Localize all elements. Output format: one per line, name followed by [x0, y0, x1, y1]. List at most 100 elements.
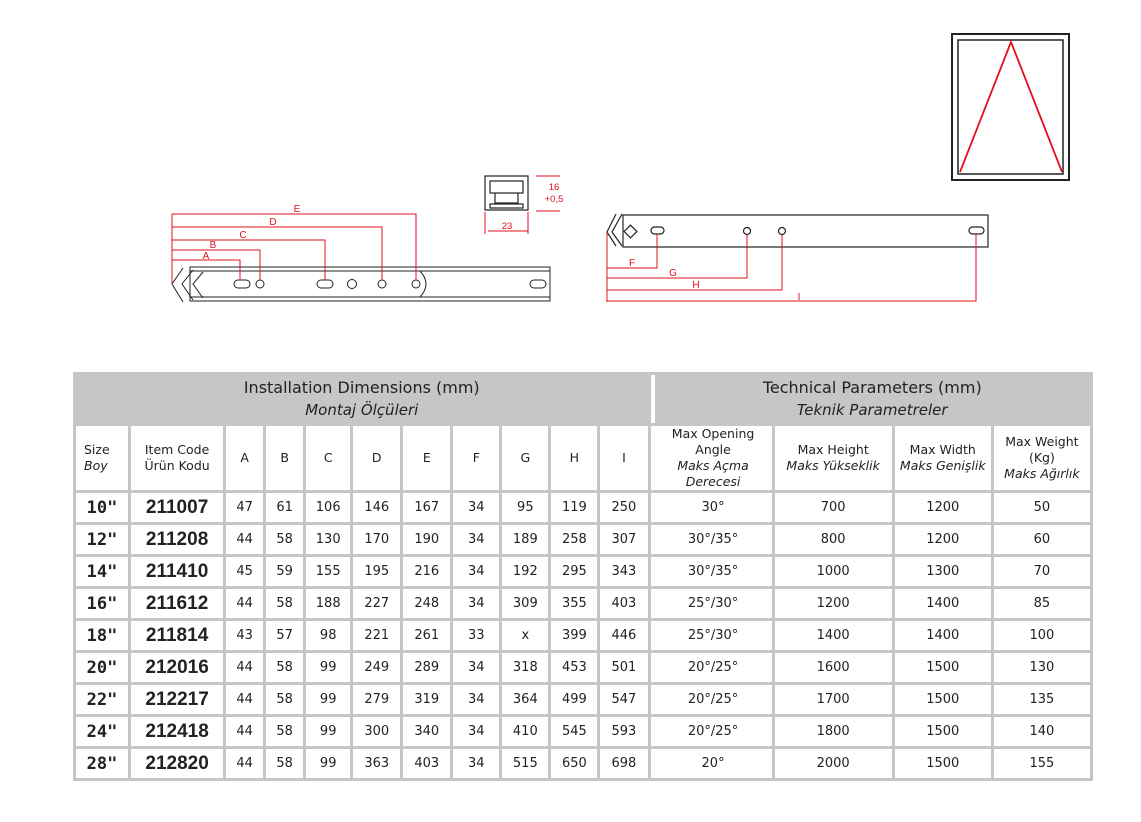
cell-b: 59: [266, 557, 304, 586]
dim-label-a: A: [203, 251, 210, 262]
cell-item-code: 211208: [131, 525, 224, 554]
cell-max-weight: 50: [993, 493, 1090, 522]
cell-a: 44: [226, 717, 264, 746]
cell-c: 99: [306, 749, 351, 778]
cell-max-width: 1300: [894, 557, 991, 586]
cell-c: 130: [306, 525, 351, 554]
cell-i: 343: [600, 557, 648, 586]
cell-e: 261: [403, 621, 451, 650]
cell-e: 167: [403, 493, 451, 522]
cell-max-opening-angle: 30°/35°: [650, 557, 772, 586]
cell-a: 43: [226, 621, 264, 650]
cell-max-weight: 100: [993, 621, 1090, 650]
dim-label-h: H: [692, 280, 699, 291]
cell-c: 106: [306, 493, 351, 522]
cell-c: 188: [306, 589, 351, 618]
cell-b: 58: [266, 653, 304, 682]
cell-max-height: 1000: [774, 557, 892, 586]
cell-g: 309: [502, 589, 549, 618]
cell-f: 34: [453, 653, 500, 682]
cell-f: 34: [453, 493, 500, 522]
cell-max-width: 1400: [894, 621, 991, 650]
dimension-lines-f-i: [606, 232, 977, 302]
cell-item-code: 212016: [131, 653, 224, 682]
col-e: E: [403, 426, 451, 490]
cell-f: 34: [453, 685, 500, 714]
cell-c: 155: [306, 557, 351, 586]
cell-max-weight: 60: [993, 525, 1090, 554]
cell-a: 44: [226, 685, 264, 714]
dim-label-e: E: [294, 204, 301, 215]
cell-size: 18": [76, 621, 129, 650]
cell-max-width: 1400: [894, 589, 991, 618]
cell-a: 44: [226, 749, 264, 778]
profile-width-label: 23: [502, 221, 513, 232]
cell-a: 44: [226, 525, 264, 554]
cell-d: 300: [353, 717, 401, 746]
cell-a: 44: [226, 589, 264, 618]
cell-max-opening-angle: 25°/30°: [650, 621, 772, 650]
cell-d: 146: [353, 493, 401, 522]
cell-h: 499: [551, 685, 598, 714]
cell-size: 22": [76, 685, 129, 714]
cell-max-height: 1200: [774, 589, 892, 618]
cell-max-height: 1700: [774, 685, 892, 714]
cell-e: 289: [403, 653, 451, 682]
cell-max-opening-angle: 30°: [650, 493, 772, 522]
dimension-lines-a-e: [171, 213, 417, 284]
installation-title: Installation Dimensions (mm): [243, 378, 480, 397]
col-h: H: [551, 426, 598, 490]
cell-max-height: 1800: [774, 717, 892, 746]
cell-size: 14": [76, 557, 129, 586]
cell-b: 58: [266, 717, 304, 746]
cell-max-width: 1500: [894, 749, 991, 778]
cell-f: 34: [453, 589, 500, 618]
technical-parameters-header: Technical Parameters (mm) Teknik Paramet…: [650, 375, 1090, 423]
col-c: C: [306, 426, 351, 490]
cell-d: 363: [353, 749, 401, 778]
cell-f: 33: [453, 621, 500, 650]
cell-g: 192: [502, 557, 549, 586]
profile-height-label: 16: [549, 182, 560, 193]
cell-h: 119: [551, 493, 598, 522]
cell-g: 318: [502, 653, 549, 682]
cell-a: 45: [226, 557, 264, 586]
cell-g: 515: [502, 749, 549, 778]
dim-label-b: B: [210, 240, 217, 251]
cell-max-height: 800: [774, 525, 892, 554]
cell-g: 410: [502, 717, 549, 746]
cell-i: 250: [600, 493, 648, 522]
cell-f: 34: [453, 557, 500, 586]
cell-i: 593: [600, 717, 648, 746]
cell-max-weight: 70: [993, 557, 1090, 586]
cell-d: 279: [353, 685, 401, 714]
cell-h: 355: [551, 589, 598, 618]
cell-e: 340: [403, 717, 451, 746]
col-i: I: [600, 426, 648, 490]
cell-max-weight: 135: [993, 685, 1090, 714]
profile-dimension-lines: [484, 175, 560, 234]
cell-b: 61: [266, 493, 304, 522]
cell-d: 249: [353, 653, 401, 682]
cell-h: 295: [551, 557, 598, 586]
cell-d: 227: [353, 589, 401, 618]
cell-d: 195: [353, 557, 401, 586]
cell-h: 453: [551, 653, 598, 682]
cell-max-opening-angle: 30°/35°: [650, 525, 772, 554]
profile-tolerance-label: +0,5: [545, 194, 564, 205]
cell-b: 58: [266, 525, 304, 554]
cell-g: x: [502, 621, 549, 650]
cell-size: 16": [76, 589, 129, 618]
cell-h: 258: [551, 525, 598, 554]
cell-max-width: 1200: [894, 525, 991, 554]
cell-f: 34: [453, 525, 500, 554]
col-max-weight: Max Weight (Kg)Maks Ağırlık: [993, 426, 1090, 490]
cell-max-width: 1200: [894, 493, 991, 522]
cell-item-code: 211612: [131, 589, 224, 618]
cell-max-opening-angle: 25°/30°: [650, 589, 772, 618]
specification-table: Installation Dimensions (mm) Montaj Ölçü…: [73, 372, 1093, 781]
cell-max-weight: 85: [993, 589, 1090, 618]
